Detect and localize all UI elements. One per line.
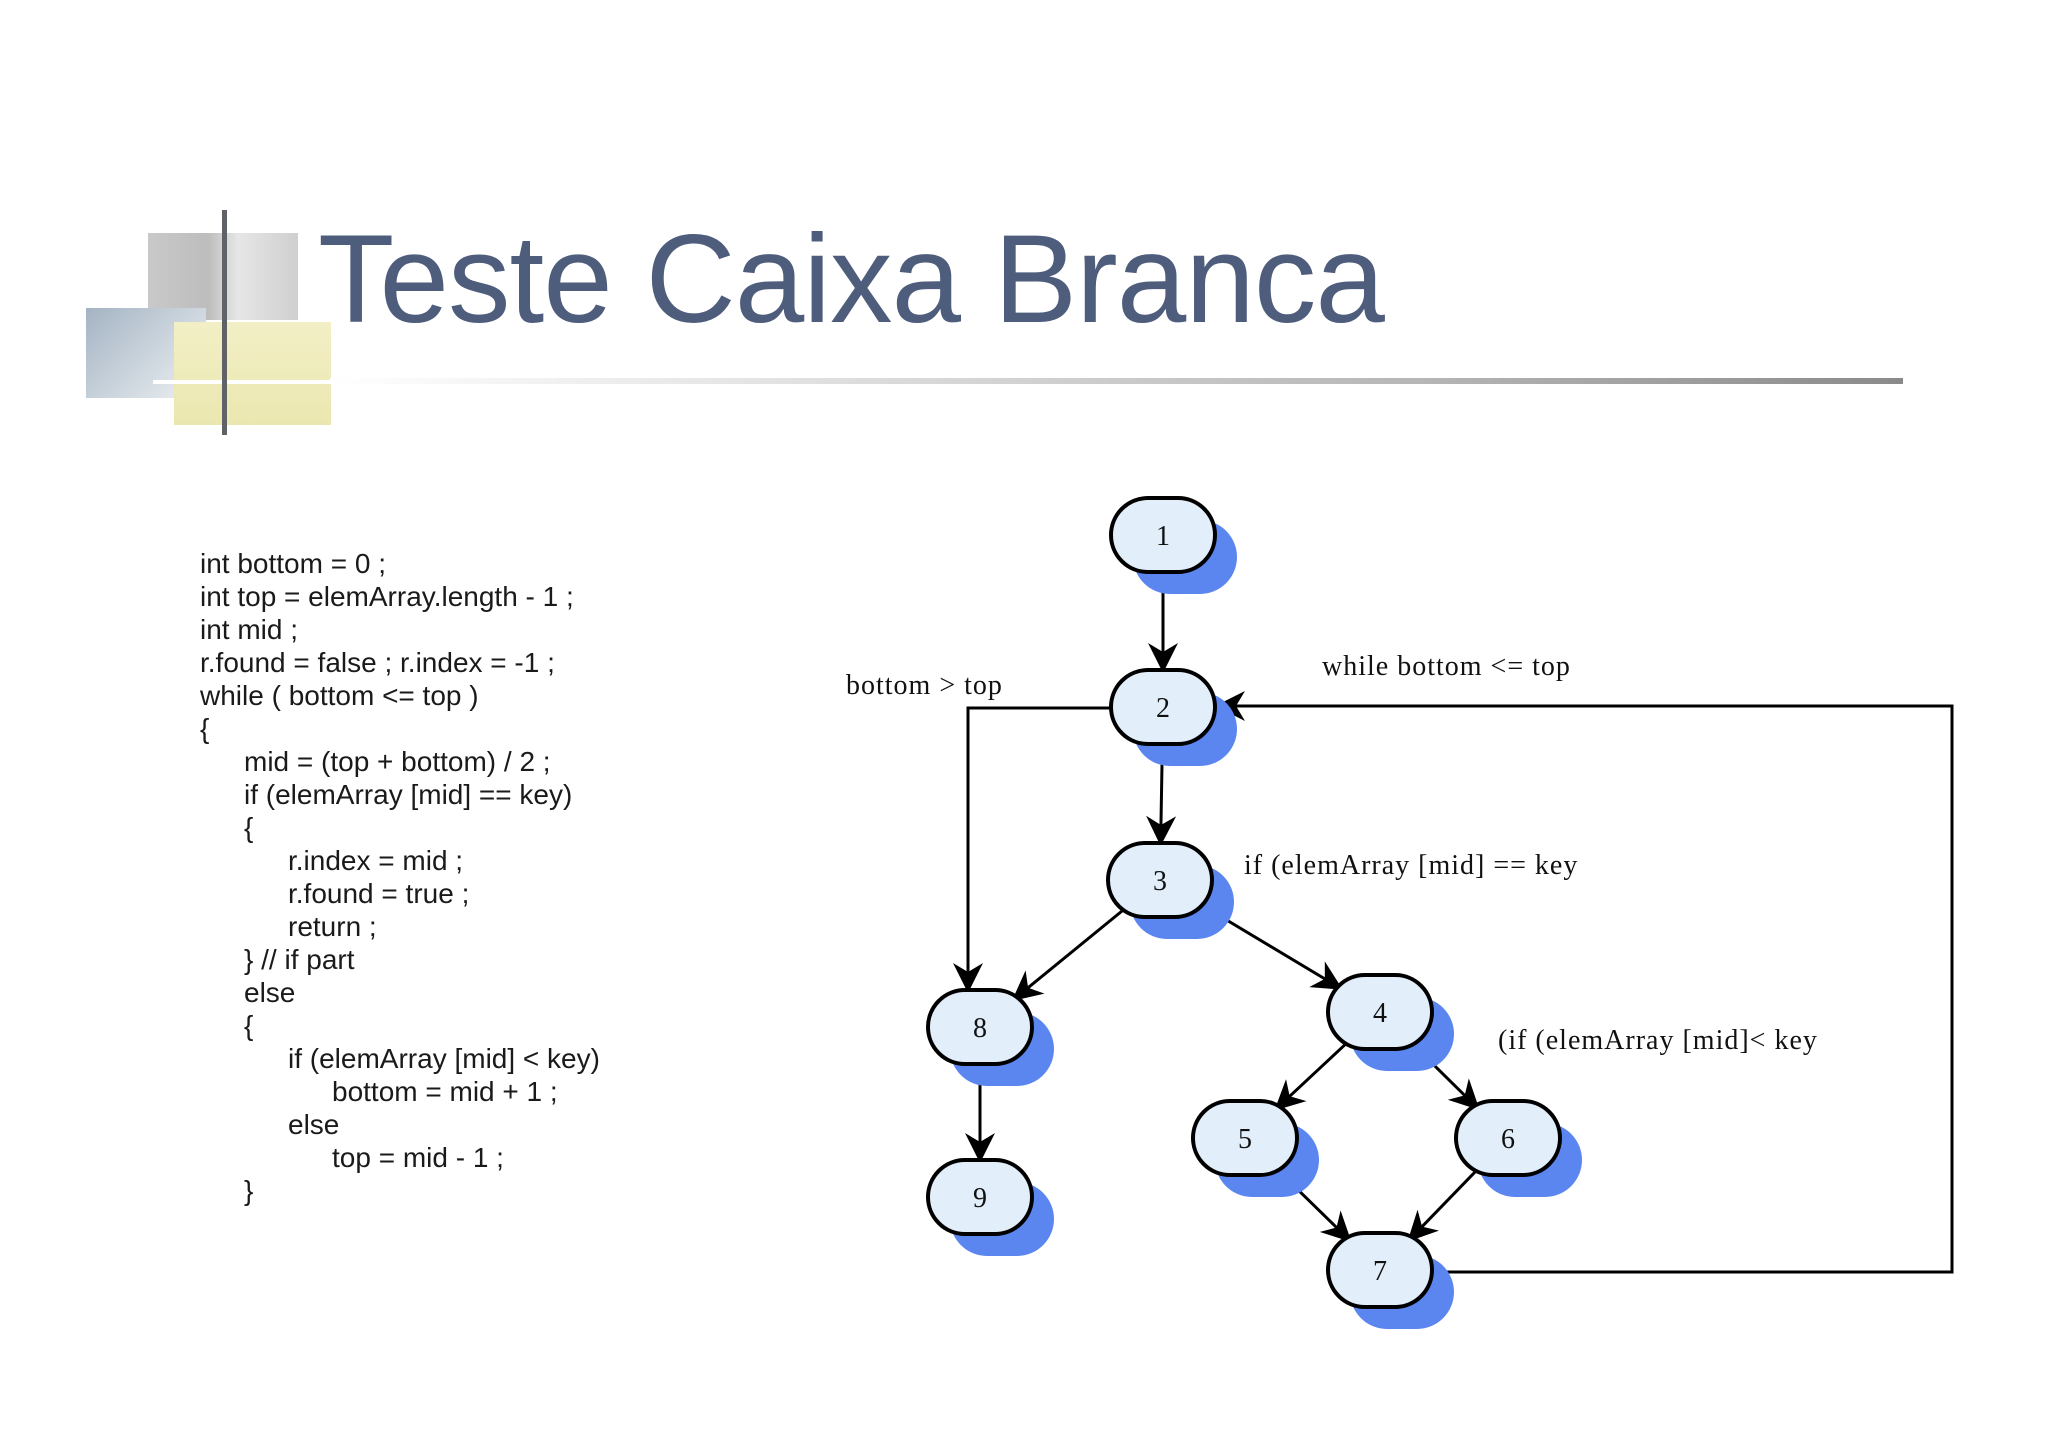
code-line: { [244,812,254,843]
node-label: 3 [1153,866,1167,897]
code-line: r.found = true ; [288,878,470,909]
code-line: top = mid - 1 ; [332,1142,504,1173]
node-label: 9 [973,1183,987,1214]
code-line: } [244,1175,254,1206]
code-line: while ( bottom <= top ) [200,680,479,711]
node-shape [1326,1231,1434,1309]
node-shape [1109,496,1217,574]
node-4: 4 [1326,973,1454,1071]
node-1: 1 [1109,496,1237,594]
edge-label-if-equal: if (elemArray [mid] == key [1244,850,1578,881]
code-line: if (elemArray [mid] < key) [288,1043,600,1074]
node-7: 7 [1326,1231,1454,1329]
node-9: 9 [926,1158,1054,1256]
code-line: int mid ; [200,614,299,645]
code-line: int bottom = 0 ; [200,548,386,579]
node-shape [1109,668,1217,746]
edge-4-to-5 [1274,1040,1350,1111]
node-label: 4 [1373,998,1387,1029]
node-6: 6 [1454,1099,1582,1197]
node-label: 6 [1501,1124,1515,1155]
edge-label-while-loop: while bottom <= top [1322,651,1571,682]
node-5: 5 [1191,1099,1319,1197]
code-listing: int bottom = 0 ;int top = elemArray.leng… [200,547,600,1207]
edge-7-to-2 [1215,691,1954,1274]
node-shape [1454,1099,1562,1177]
code-line: } // if part [244,944,355,975]
node-3: 3 [1106,841,1234,939]
node-label: 1 [1156,521,1170,552]
edge-2-to-8 [953,706,1111,993]
node-shape [926,1158,1034,1236]
edge-label-if-less: (if (elemArray [mid]< key [1498,1025,1818,1056]
code-line: r.found = false ; r.index = -1 ; [200,647,555,678]
code-line: bottom = mid + 1 ; [332,1076,558,1107]
code-line: { [244,1010,254,1041]
slide-title: Teste Caixa Branca [318,210,1385,349]
logo-horizontal-line [153,380,333,384]
code-line: if (elemArray [mid] == key) [244,779,573,810]
node-label: 5 [1238,1124,1252,1155]
node-shape [1106,841,1214,919]
node-8: 8 [926,988,1054,1086]
edge-6-to-7 [1407,1167,1480,1242]
node-label: 8 [973,1013,987,1044]
code-line: else [244,977,296,1008]
node-label: 2 [1156,693,1170,724]
node-shape [1191,1099,1299,1177]
code-line: int top = elemArray.length - 1 ; [200,581,574,612]
logo-yellow-square [174,322,331,425]
edge-label-bottom-gt-top: bottom > top [846,670,1003,701]
node-shape [1326,973,1434,1051]
code-line: return ; [288,911,377,942]
edge-3-to-8 [1011,906,1127,1002]
code-line: { [200,713,210,744]
node-2: 2 [1109,668,1237,766]
code-line: r.index = mid ; [288,845,464,876]
node-label: 7 [1373,1256,1387,1287]
code-line: else [288,1109,340,1140]
title-underline [330,378,1903,384]
code-line: mid = (top + bottom) / 2 ; [244,746,551,777]
node-shape [926,988,1034,1066]
logo-vertical-line [222,210,227,435]
